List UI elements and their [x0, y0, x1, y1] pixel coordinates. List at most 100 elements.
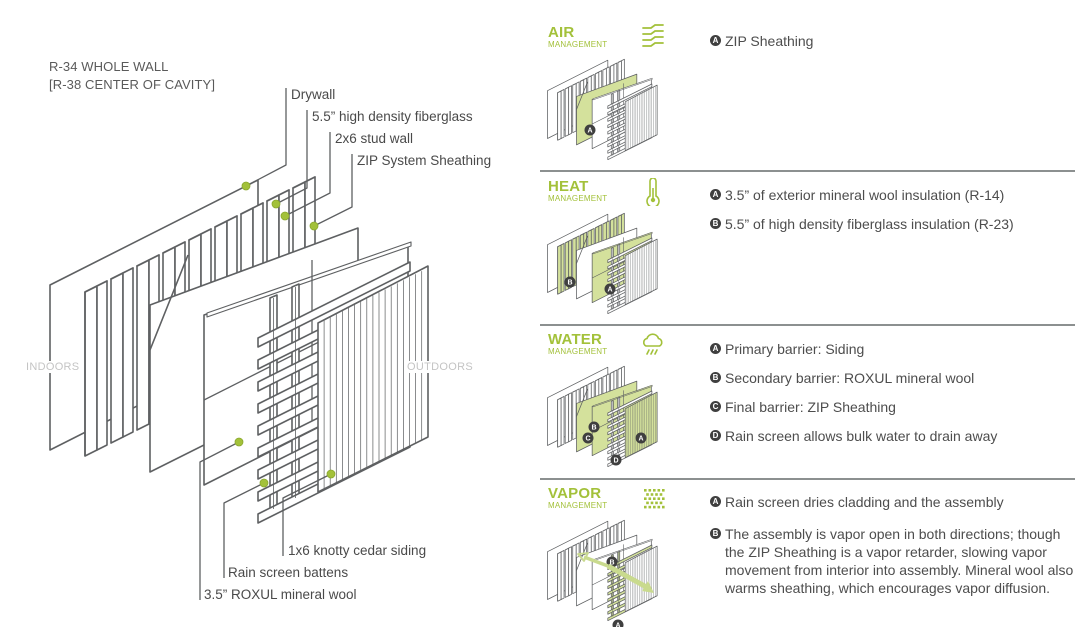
list-item: A Primary barrier: Siding [710, 340, 1075, 358]
item-text: 3.5” of exterior mineral wool insulation… [725, 187, 1005, 203]
panel-title: VAPOR [548, 485, 602, 502]
item-text: Secondary barrier: ROXUL mineral wool [725, 370, 975, 386]
item-text: The assembly is vapor open in both direc… [725, 526, 1074, 596]
section-divider [540, 324, 1075, 326]
panel-subtitle: MANAGEMENT [548, 194, 608, 203]
stud-wall-dot [280, 211, 290, 221]
callout-leaders [199, 88, 353, 600]
cedar-siding-layer [624, 84, 658, 152]
badge-letter: A [587, 128, 592, 135]
badge-letter: B [567, 280, 572, 287]
air-flow-icon [642, 24, 664, 47]
vapor-dot [657, 489, 661, 492]
item-text: Final barrier: ZIP Sheathing [725, 399, 896, 415]
drywall-dot [241, 181, 251, 191]
list-item: A Rain screen dries cladding and the ass… [710, 493, 1075, 511]
vapor-dot [655, 493, 658, 496]
sheathing-fold [576, 81, 588, 110]
badge-letter: B [609, 560, 614, 567]
vapor-dot [657, 497, 661, 500]
badges: BA [564, 276, 616, 295]
vapor-dot [655, 501, 658, 505]
badge-c: C [710, 401, 721, 412]
item-text: Primary barrier: Siding [725, 341, 865, 357]
vapor-dot [657, 505, 661, 509]
zip-sheathing-leader [313, 154, 353, 227]
vapor-dot [644, 505, 647, 509]
stud-side [84, 285, 98, 457]
vapor-dots-icon [644, 489, 665, 509]
panel-subtitle: MANAGEMENT [548, 501, 608, 510]
section-divider [540, 478, 1075, 480]
badge-a: A [604, 283, 616, 295]
badge-circle [610, 454, 622, 466]
badge-b: B [588, 421, 600, 433]
badge-circle [582, 432, 594, 444]
panel-subtitle: MANAGEMENT [548, 347, 608, 356]
badge-a: A [612, 619, 624, 627]
mineral-wool-edge [592, 231, 653, 255]
badge-circle [612, 619, 624, 627]
water-mini-diagram: BC A D [547, 365, 658, 468]
vapor-dot [648, 505, 652, 509]
vapor-dot [646, 501, 649, 505]
wall-layers [547, 365, 658, 468]
badge-a: A [710, 35, 721, 46]
stud-side [557, 90, 562, 141]
badges: BC A D [582, 421, 647, 466]
panel-title: WATER [548, 331, 603, 348]
badge-letter: C [585, 436, 590, 443]
cedar-siding-layer [624, 238, 658, 306]
mineral-wool-edge [592, 384, 653, 408]
vapor-dot [662, 505, 665, 509]
stud-side [564, 547, 570, 598]
stud-face [568, 392, 572, 443]
callout-rain-screen-battens: Rain screen battens [228, 565, 349, 580]
wall-layers [547, 58, 658, 161]
list-item: A ZIP Sheathing [710, 32, 1075, 50]
stud-face [122, 267, 134, 438]
section-divider [540, 170, 1075, 172]
badge-circle [588, 421, 600, 433]
badge-letter: A [607, 287, 612, 294]
thermometer-icon [646, 178, 660, 206]
badge-d: D [710, 430, 721, 441]
vapor-dot [662, 489, 665, 492]
stud-face [560, 550, 565, 600]
center-cavity-rating: [R-38 CENTER OF CAVITY] [49, 77, 216, 92]
badge-circle [635, 432, 647, 444]
wall-layers [547, 212, 658, 315]
badges: A [584, 124, 596, 136]
stud-side [557, 551, 562, 602]
list-item: C Final barrier: ZIP Sheathing [710, 398, 1075, 416]
stud-face [96, 280, 108, 451]
sheathing-fold [576, 388, 588, 417]
vapor-arrow-out [606, 563, 652, 592]
vapor-arrow-in [583, 555, 609, 568]
badge-b: B [564, 276, 576, 288]
mineral-wool-dot [234, 437, 244, 447]
stud-face [560, 396, 565, 446]
badge-circle [564, 276, 576, 288]
badge-letter: A [638, 436, 643, 443]
badge-letter: D [613, 458, 618, 465]
cedar-siding-dot [326, 469, 336, 479]
vapor-dot [662, 497, 665, 500]
badge-letter: A [615, 623, 620, 627]
wall-assembly-diagram [49, 88, 429, 600]
vapor-arrowhead-out [642, 581, 654, 593]
vapor-dot [650, 493, 654, 496]
stud-face [568, 239, 572, 290]
callout-zip-sheathing: ZIP System Sheathing [357, 153, 492, 168]
item-text: Rain screen allows bulk water to drain a… [725, 428, 998, 444]
stud-face [568, 85, 572, 136]
vapor-dot [653, 489, 656, 492]
stud-side [136, 259, 150, 431]
indoors-label: INDOORS [25, 361, 81, 373]
sheathing-fold [149, 254, 189, 351]
vapor-dot [648, 497, 652, 500]
wall-layers [49, 176, 429, 524]
badge-a: A [710, 496, 721, 507]
battens-dot [259, 478, 269, 488]
vapor-dot [648, 489, 652, 492]
